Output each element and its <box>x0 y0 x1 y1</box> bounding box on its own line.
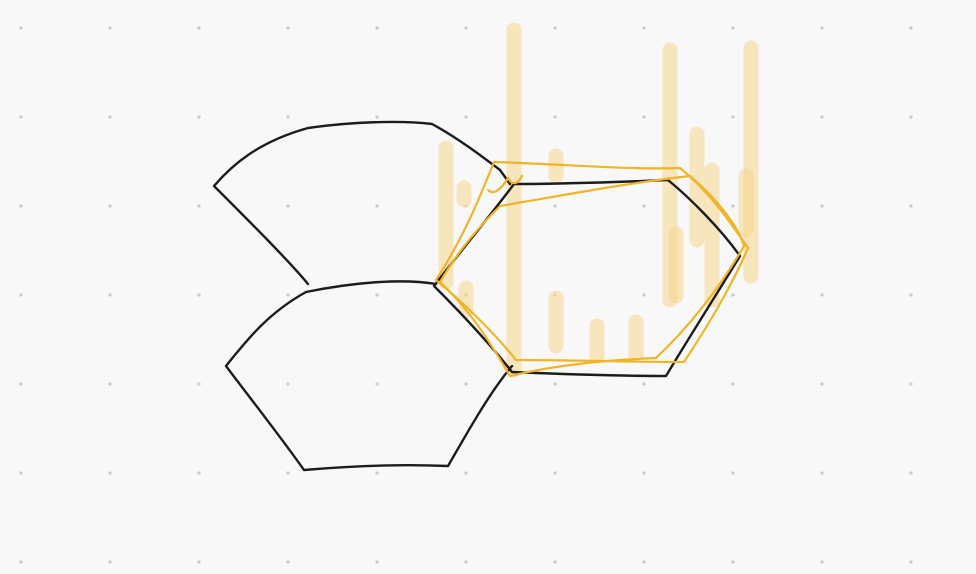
grid-dot <box>642 293 646 297</box>
yellow-hexagon-outline-2 <box>438 174 746 378</box>
highlighter-strokes <box>438 22 759 378</box>
grid-dot <box>642 26 646 30</box>
hexagon-right <box>432 178 742 378</box>
yellow-squiggle <box>486 174 524 194</box>
hexagon-top-left <box>212 120 512 286</box>
grid-dot <box>197 471 201 475</box>
grid-dot <box>108 382 112 386</box>
grid-dot <box>553 382 557 386</box>
grid-dot <box>553 560 557 564</box>
grid-dot <box>642 471 646 475</box>
grid-dot <box>375 560 379 564</box>
grid-dot <box>820 560 824 564</box>
grid-dot <box>108 560 112 564</box>
grid-dot <box>375 293 379 297</box>
grid-dot <box>909 293 913 297</box>
grid-dot <box>553 26 557 30</box>
grid-dot <box>375 471 379 475</box>
grid-dot <box>375 382 379 386</box>
grid-dot <box>909 560 913 564</box>
grid-dot <box>19 560 23 564</box>
grid-dot <box>108 293 112 297</box>
grid-dot <box>197 26 201 30</box>
grid-dot <box>820 293 824 297</box>
hexagon-bottom-left <box>224 280 514 472</box>
grid-dot <box>375 115 379 119</box>
grid-dot <box>642 204 646 208</box>
grid-dot <box>909 115 913 119</box>
grid-dot <box>820 26 824 30</box>
grid-dot <box>820 115 824 119</box>
grid-dot <box>909 26 913 30</box>
grid-dot <box>197 204 201 208</box>
grid-dot <box>642 382 646 386</box>
grid-dot <box>19 26 23 30</box>
grid-dot <box>19 115 23 119</box>
grid-dot <box>197 560 201 564</box>
grid-dot <box>286 471 290 475</box>
grid-dot <box>464 560 468 564</box>
grid-dot <box>108 204 112 208</box>
grid-dot <box>553 471 557 475</box>
yellow-hexagon-outline-1 <box>434 160 750 364</box>
grid-dot <box>286 204 290 208</box>
grid-dot <box>375 26 379 30</box>
grid-dot <box>464 115 468 119</box>
yellow-pen-strokes <box>434 160 750 378</box>
grid-dot <box>820 471 824 475</box>
grid-dot <box>820 382 824 386</box>
grid-dot <box>286 115 290 119</box>
grid-dot <box>553 115 557 119</box>
grid-dot <box>19 382 23 386</box>
grid-dot <box>108 26 112 30</box>
grid-dot <box>553 204 557 208</box>
grid-dot <box>108 471 112 475</box>
grid-dot <box>286 382 290 386</box>
grid-dot <box>642 560 646 564</box>
black-ink-strokes <box>212 120 742 472</box>
grid-dot <box>197 382 201 386</box>
grid-dot <box>19 471 23 475</box>
grid-dot <box>19 293 23 297</box>
grid-dot <box>375 204 379 208</box>
grid-dot <box>731 293 735 297</box>
grid-dot <box>642 115 646 119</box>
grid-dot <box>286 26 290 30</box>
grid-dot <box>286 293 290 297</box>
grid-dot <box>19 204 23 208</box>
grid-dot <box>731 115 735 119</box>
grid-dot <box>731 204 735 208</box>
grid-dot <box>909 471 913 475</box>
grid-dot <box>197 293 201 297</box>
grid-dot <box>464 382 468 386</box>
grid-dot <box>820 204 824 208</box>
grid-dot <box>909 204 913 208</box>
grid-dot <box>731 26 735 30</box>
grid-dot <box>464 26 468 30</box>
grid-dot <box>731 382 735 386</box>
dot-grid <box>19 26 913 564</box>
grid-dot <box>909 382 913 386</box>
grid-dot <box>731 471 735 475</box>
grid-dot <box>108 115 112 119</box>
grid-dot <box>731 560 735 564</box>
grid-dot <box>197 115 201 119</box>
grid-dot <box>464 471 468 475</box>
grid-dot <box>286 560 290 564</box>
